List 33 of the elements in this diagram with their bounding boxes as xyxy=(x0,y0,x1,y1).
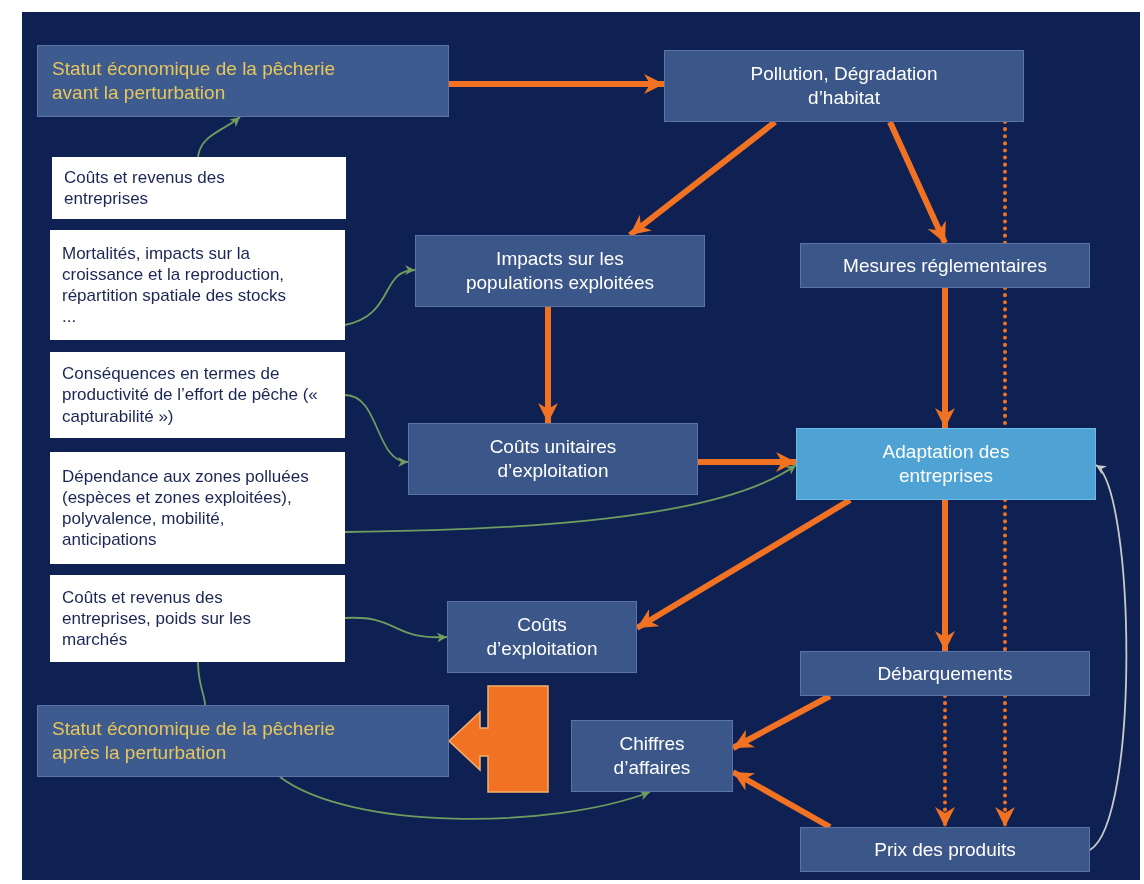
highlight-box: Adaptation des entreprises xyxy=(796,428,1096,500)
arrow xyxy=(1089,464,1128,851)
status-box: Statut économique de la pêcherie après la perturbation xyxy=(37,705,449,777)
dotted-arrow xyxy=(995,694,1015,829)
note-box: Coûts et revenus des entreprises, poids sur les marchés xyxy=(50,575,345,662)
connector-line xyxy=(197,661,206,706)
block-arrow xyxy=(447,685,549,793)
arrow xyxy=(197,116,241,158)
arrow xyxy=(935,288,955,428)
process-box: Mesures réglementaires xyxy=(800,243,1090,288)
process-box: Coûts unitaires d’exploitation xyxy=(408,423,698,495)
process-box: Coûts d’exploitation xyxy=(447,601,637,673)
arrow xyxy=(449,74,664,94)
arrow xyxy=(698,452,796,472)
note-box: Conséquences en termes de productivité de l’effort de pêche (« capturabilité ») xyxy=(50,352,345,438)
process-box: Chiffres d’affaires xyxy=(571,720,733,792)
arrow xyxy=(279,776,651,820)
process-box: Prix des produits xyxy=(800,827,1090,872)
note-box: Mortalités, impacts sur la croissance et la reproduction, répartition spatiale des stocks ... xyxy=(50,230,345,340)
arrow xyxy=(344,616,448,643)
process-box: Débarquements xyxy=(800,651,1090,696)
process-box: Pollution, Dégradation d’habitat xyxy=(664,50,1024,122)
status-box: Statut économique de la pêcherie avant la perturbation xyxy=(37,45,449,117)
arrow xyxy=(344,266,416,326)
dotted-arrow xyxy=(935,694,955,829)
arrow xyxy=(344,464,797,533)
arrow xyxy=(887,120,948,245)
arrow xyxy=(935,500,955,651)
arrow xyxy=(538,307,558,423)
process-box: Impacts sur les populations exploitées xyxy=(415,235,705,307)
note-box: Dépendance aux zones polluées (espèces et zones exploitées), polyvalence, mobilité, anticipations xyxy=(50,452,345,564)
arrow xyxy=(344,394,409,466)
note-box: Coûts et revenus des entreprises xyxy=(52,157,346,219)
